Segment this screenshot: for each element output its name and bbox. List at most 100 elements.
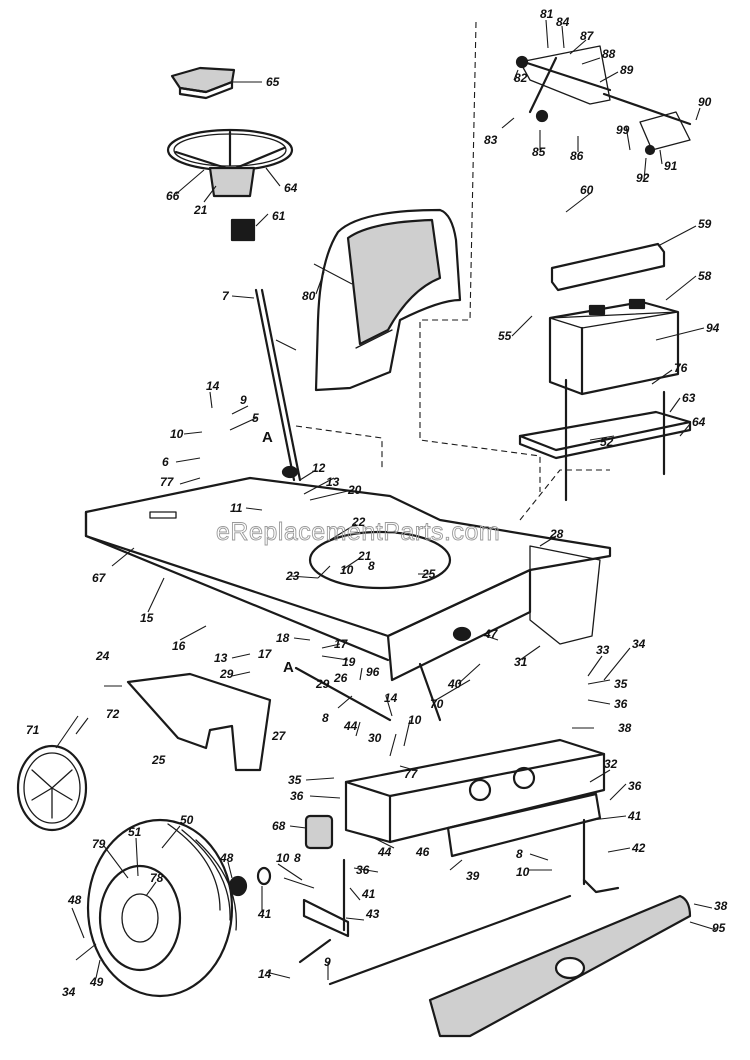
callout-label: 46	[415, 845, 430, 859]
callout-label: 48	[219, 851, 234, 865]
callout-label: 58	[698, 269, 712, 283]
callout-label: 34	[632, 637, 646, 651]
callout-label: 35	[288, 773, 302, 787]
callout-label: 85	[532, 145, 546, 159]
callout-label: 34	[62, 985, 76, 999]
callout-label: 14	[206, 379, 220, 393]
callout-label: 87	[580, 29, 595, 43]
callout-label: 33	[596, 643, 610, 657]
callout-label: 65	[266, 75, 280, 89]
callout-label: 66	[166, 189, 180, 203]
callout-label: 7	[222, 289, 230, 303]
callout-label: 91	[664, 159, 678, 173]
steering-bellows-part	[230, 218, 256, 242]
callout-label: 68	[272, 819, 286, 833]
callout-label: 90	[698, 95, 712, 109]
callout-label: 32	[604, 757, 618, 771]
callout-label: 10	[340, 563, 354, 577]
callout-label: 79	[92, 837, 106, 851]
callout-label: 8	[516, 847, 523, 861]
callout-label: 92	[636, 171, 650, 185]
callout-label: 81	[540, 7, 554, 21]
callout-label: 16	[172, 639, 186, 653]
callout-label: 27	[271, 729, 287, 743]
battery-tray-part	[518, 378, 692, 502]
callout-label: 29	[315, 677, 330, 691]
front-bracket-part	[126, 672, 272, 772]
main-frame-part	[84, 476, 612, 682]
callout-label: 35	[614, 677, 628, 691]
callout-label: 84	[556, 15, 570, 29]
callout-label: 9	[240, 393, 247, 407]
callout-label: 96	[366, 665, 380, 679]
callout-label: 61	[272, 209, 286, 223]
callout-label: 89	[620, 63, 634, 77]
callout-label: 88	[602, 47, 616, 61]
callout-label: 78	[150, 871, 164, 885]
section-letter-a: A	[283, 659, 294, 676]
steering-wheel-part	[166, 128, 294, 198]
callout-label: 19	[342, 655, 356, 669]
callout-label: 82	[514, 71, 528, 85]
callout-label: 63	[682, 391, 696, 405]
front-pivot-bar-part	[428, 894, 692, 1038]
seat-part	[314, 208, 462, 392]
callout-label: 30	[368, 731, 382, 745]
callout-label: 6	[162, 455, 169, 469]
callout-label: 36	[614, 697, 628, 711]
callout-label: 24	[95, 649, 110, 663]
callout-label: 14	[258, 967, 272, 981]
callout-label: 83	[484, 133, 498, 147]
callout-label: 38	[618, 721, 632, 735]
callout-label: 29	[219, 667, 234, 681]
callout-label: 60	[580, 183, 594, 197]
callout-label: 41	[627, 809, 642, 823]
callout-label: 18	[276, 631, 290, 645]
steering-cap-part	[170, 66, 236, 100]
callout-label: 5	[252, 411, 259, 425]
callout-label: 14	[384, 691, 398, 705]
hub-spacer-part	[228, 866, 272, 897]
battery-hold-down-part	[550, 242, 666, 292]
callout-label: 64	[284, 181, 298, 195]
callout-label: 40	[447, 677, 462, 691]
callout-label: 28	[549, 527, 564, 541]
callout-label: 13	[326, 475, 340, 489]
callout-label: 39	[466, 869, 480, 883]
tie-rod-end-part	[294, 662, 442, 722]
callout-label: 41	[361, 887, 376, 901]
tie-rod-part	[298, 894, 572, 986]
callout-label: 26	[333, 671, 348, 685]
callout-label: 23	[285, 569, 300, 583]
callout-label: 99	[616, 123, 630, 137]
bushing-part	[304, 814, 334, 850]
watermark-text: eReplacementParts.com	[216, 518, 500, 546]
front-axle-part	[344, 738, 606, 844]
spindle-left-part	[302, 858, 350, 938]
callout-label: 31	[514, 655, 528, 669]
callout-label: 21	[193, 203, 208, 217]
callout-label: 10	[516, 865, 530, 879]
seat-linkage-part	[515, 45, 692, 156]
callout-label: 12	[312, 461, 326, 475]
callout-label: 8	[294, 851, 301, 865]
callout-label: 49	[89, 975, 104, 989]
callout-label: 64	[692, 415, 706, 429]
callout-label: 44	[343, 719, 358, 733]
callout-label: 22	[351, 515, 366, 529]
callout-labels: 65 66 21 64 61 7 14 9 5 10 6 77 12 13 20…	[26, 7, 728, 999]
callout-label: 77	[404, 767, 419, 781]
callout-label: 72	[106, 707, 120, 721]
steering-shaft-part	[254, 288, 302, 482]
wheel-cover-part	[16, 744, 88, 832]
callout-label: 25	[151, 753, 166, 767]
callout-label: 94	[706, 321, 720, 335]
callout-label: 10	[408, 713, 422, 727]
axle-reinforcement-part	[446, 792, 602, 858]
callout-label: 51	[128, 825, 142, 839]
callout-label: 76	[674, 361, 688, 375]
callout-label: 41	[257, 907, 272, 921]
callout-label: 86	[570, 149, 584, 163]
battery-part	[548, 298, 680, 396]
callout-label: 8	[368, 559, 375, 573]
